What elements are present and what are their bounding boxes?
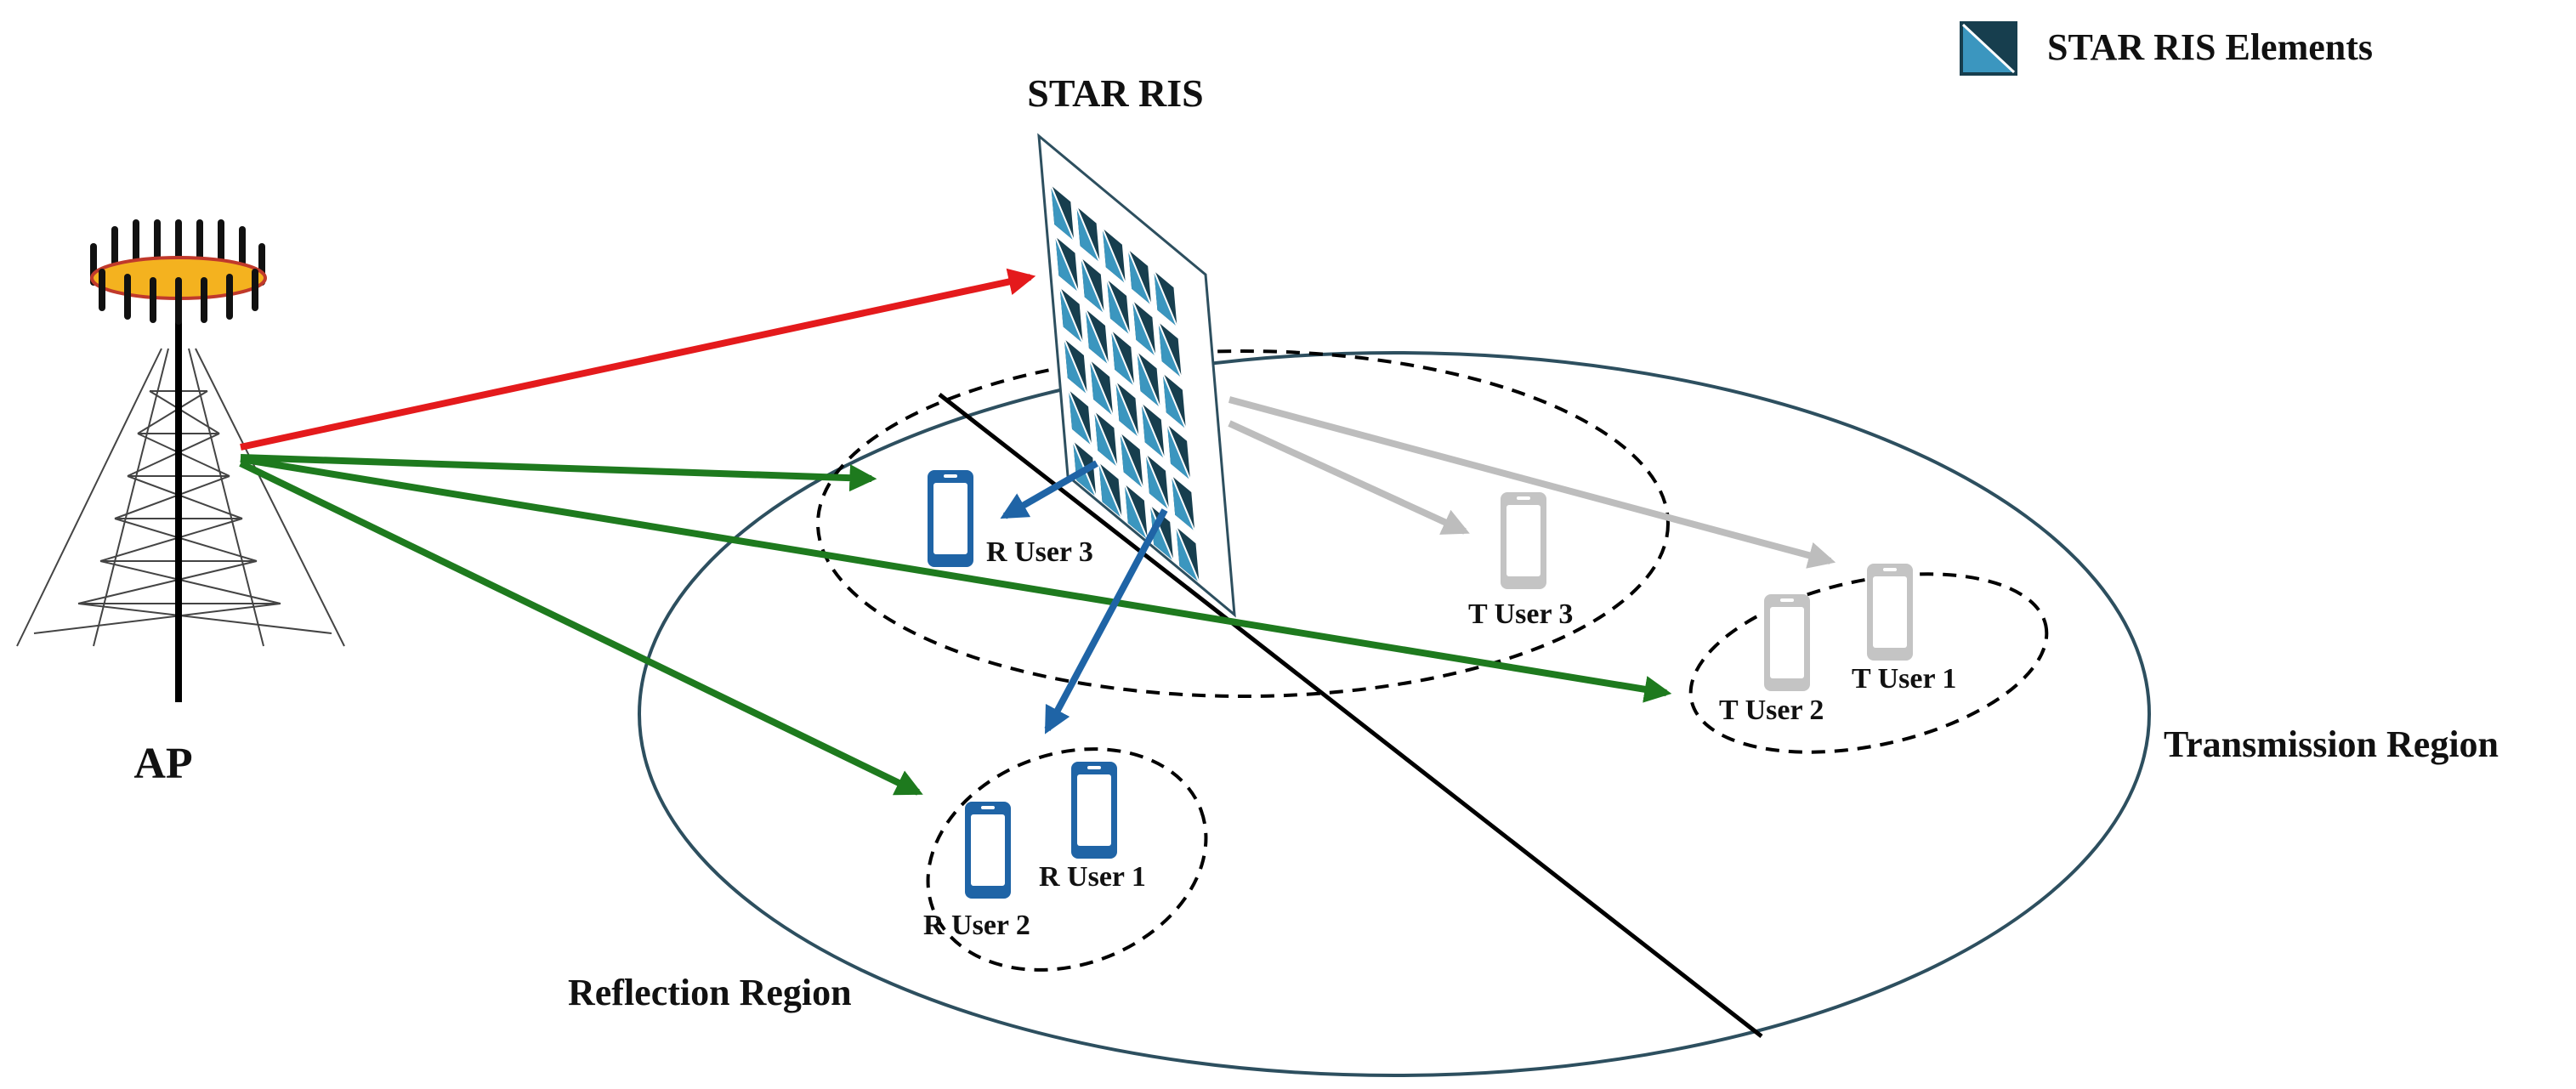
star-ris-element-icon [1960, 21, 2017, 76]
r-user-2-phone [965, 802, 1011, 899]
link-ris-to-r-user-2 [1044, 508, 1168, 735]
star-ris-element-diagonal [1153, 270, 1178, 327]
t-user-3-phone [1501, 492, 1546, 589]
star-ris-element-diagonal [1161, 373, 1187, 429]
star-ris-element-diagonal [1115, 381, 1140, 438]
star-ris-element-diagonal [1106, 279, 1131, 336]
star-ris-element-diagonal [1058, 287, 1084, 343]
star-ris-element-diagonal [1068, 389, 1092, 446]
star-ris-element-diagonal [1098, 462, 1123, 519]
ap-label: AP [133, 740, 192, 788]
link-ap-to-ris [240, 268, 1036, 451]
link-ap-to-r-user-2 [239, 460, 923, 796]
star-ris-element-diagonal [1140, 403, 1166, 459]
star-ris-element-diagonal [1127, 249, 1153, 306]
star-ris-element-diagonal [1171, 475, 1196, 532]
link-ap-to-t-user-2 [240, 456, 1672, 703]
star-ris-element-diagonal [1145, 454, 1170, 510]
t-user-2-phone [1764, 594, 1810, 691]
star-ris-element-diagonal [1075, 207, 1101, 263]
star-ris-element-diagonal [1119, 433, 1144, 489]
star-ris-element-diagonal [1101, 228, 1126, 284]
star-ris-element-diagonal [1085, 309, 1109, 366]
r-user-1-label: R User 1 [1039, 861, 1146, 893]
cluster-t-user-1-2 [1688, 572, 2049, 754]
t-user-1-label: T User 1 [1852, 663, 1956, 695]
r-user-3-phone [928, 470, 973, 567]
region-divider-line [938, 393, 1763, 1038]
star-ris-element-diagonal [1050, 184, 1075, 241]
star-ris-element-diagonal [1110, 330, 1136, 387]
r-user-2-label: R User 2 [923, 910, 1030, 941]
star-ris-element-diagonal [1157, 321, 1183, 378]
star-ris-label: STAR RIS [1027, 71, 1204, 115]
star-ris-element-diagonal [1093, 411, 1119, 468]
reflection-region-label: Reflection Region [568, 972, 852, 1013]
t-user-2-label: T User 2 [1719, 695, 1824, 726]
r-user-1-phone [1071, 762, 1117, 859]
star-ris-element-diagonal [1136, 351, 1161, 408]
link-ris-to-t-user-3 [1228, 420, 1470, 535]
link-ap-to-r-user-3 [240, 454, 877, 492]
cluster-r-user-1-2 [926, 747, 1208, 972]
r-user-3-label: R User 3 [986, 536, 1093, 568]
star-ris-element-diagonal [1089, 360, 1115, 417]
star-ris-element-diagonal [1166, 424, 1191, 480]
star-ris-element-diagonal [1175, 526, 1200, 583]
star-ris-element-diagonal [1149, 505, 1175, 562]
star-ris-element-diagonal [1063, 338, 1088, 395]
link-ris-to-t-user-1 [1228, 396, 1836, 569]
t-user-1-phone [1867, 564, 1913, 661]
star-ris-element-diagonal [1080, 258, 1105, 314]
transmission-region-label: Transmission Region [2164, 723, 2499, 765]
star-ris-panel [1037, 133, 1236, 618]
legend: STAR RIS Elements [1960, 21, 2373, 76]
cluster-r-user-3-t-user-3 [816, 349, 1670, 698]
link-ris-to-r-user-3 [1000, 460, 1098, 519]
coverage-area [638, 351, 2151, 1077]
legend-label: STAR RIS Elements [2047, 26, 2373, 68]
t-user-3-label: T User 3 [1468, 598, 1573, 630]
star-ris-element-diagonal [1132, 300, 1157, 357]
antenna-tower-icon [16, 219, 345, 702]
star-ris-element-diagonal [1123, 484, 1149, 540]
star-ris-element-diagonal [1054, 236, 1080, 292]
